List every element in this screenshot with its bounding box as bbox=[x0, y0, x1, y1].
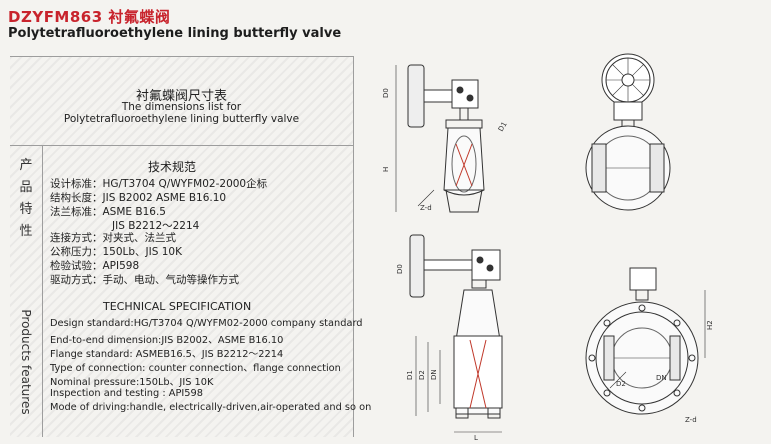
spec-en-line: Nominal pressure:150Lb、JIS 10K bbox=[50, 377, 214, 388]
label-d1-bottom: D1 bbox=[406, 370, 414, 380]
label-d1-top: D1 bbox=[497, 120, 509, 133]
label-dn-bottom: DN bbox=[430, 369, 438, 380]
spec-en-line: Mode of driving:handle, electrically-dri… bbox=[50, 402, 372, 413]
label-d2-front: D2 bbox=[616, 380, 626, 388]
spec-zh-line: 公称压力：150Lb、JIS 10K bbox=[50, 246, 182, 258]
label-l: L bbox=[474, 434, 478, 440]
label-h2: H2 bbox=[706, 320, 714, 330]
spec-en-line: End-to-end dimension:JIS B2002、ASME B16.… bbox=[50, 335, 284, 346]
side-label: 产品特性 Products features bbox=[10, 145, 43, 437]
product-title-zh: DZYFM863 衬氟蝶阀 bbox=[8, 8, 171, 26]
spec-en-line: Design standard:HG/T3704 Q/WYFM02-2000 c… bbox=[50, 318, 363, 329]
spec-zh-line: 检验试验：API598 bbox=[50, 260, 140, 272]
label-dn-front: DN bbox=[656, 374, 667, 382]
wafer-side-view bbox=[395, 64, 485, 213]
flanged-front-view bbox=[585, 267, 706, 415]
side-label-zh: 产品特性 bbox=[19, 158, 33, 239]
dimension-table-title-zh: 衬氟蝶阀尺寸表 bbox=[135, 89, 227, 104]
spec-en-line: Type of connection: counter connection、f… bbox=[50, 363, 341, 374]
spec-en-line: Flange standard: ASMEB16.5、JIS B2212～221… bbox=[50, 349, 284, 360]
spec-heading-en: TECHNICAL SPECIFICATION bbox=[103, 300, 252, 313]
spec-en-line: Inspection and testing : API598 bbox=[50, 388, 203, 399]
spec-zh-line: 设计标准：HG/T3704 Q/WYFM02-2000企标 bbox=[50, 178, 268, 190]
features-panel: 衬氟蝶阀尺寸表 The dimensions list for Polytetr… bbox=[10, 56, 371, 437]
spec-zh-line: JIS B2212～2214 bbox=[112, 220, 200, 232]
label-h: H bbox=[382, 167, 390, 172]
wafer-front-view bbox=[585, 53, 671, 211]
flanged-side-view bbox=[409, 234, 503, 433]
spec-heading-zh: 技术规范 bbox=[148, 160, 197, 174]
dimension-table-title-en-line1: The dimensions list for bbox=[121, 101, 242, 113]
spec-zh-line: 法兰标准：ASME B16.5 bbox=[50, 206, 166, 218]
label-zd-top: Z-d bbox=[420, 204, 432, 212]
product-title-en: Polytetrafluoroethylene lining butterfly… bbox=[8, 26, 342, 41]
spec-zh-line: 结构长度：JIS B2002 ASME B16.10 bbox=[50, 192, 227, 204]
label-zd-front: Z-d bbox=[685, 416, 697, 424]
spec-zh-line: 连接方式：对夹式、法兰式 bbox=[50, 232, 176, 244]
valve-technical-drawing: D0 H D1 Z-d D0 D1 D2 DN L H2 D2 DN Z-d bbox=[382, 53, 714, 440]
side-label-en: Products features bbox=[19, 309, 33, 415]
dimension-table-header: 衬氟蝶阀尺寸表 The dimensions list for Polytetr… bbox=[10, 57, 353, 146]
spec-zh-line: 驱动方式：手动、电动、气动等操作方式 bbox=[50, 274, 239, 286]
label-d2-bottom: D2 bbox=[418, 370, 426, 380]
label-d0-top: D0 bbox=[382, 88, 390, 98]
dimension-table-title-en-line2: Polytetrafluoroethylene lining butterfly… bbox=[63, 113, 300, 125]
label-d0-bottom: D0 bbox=[396, 264, 404, 274]
